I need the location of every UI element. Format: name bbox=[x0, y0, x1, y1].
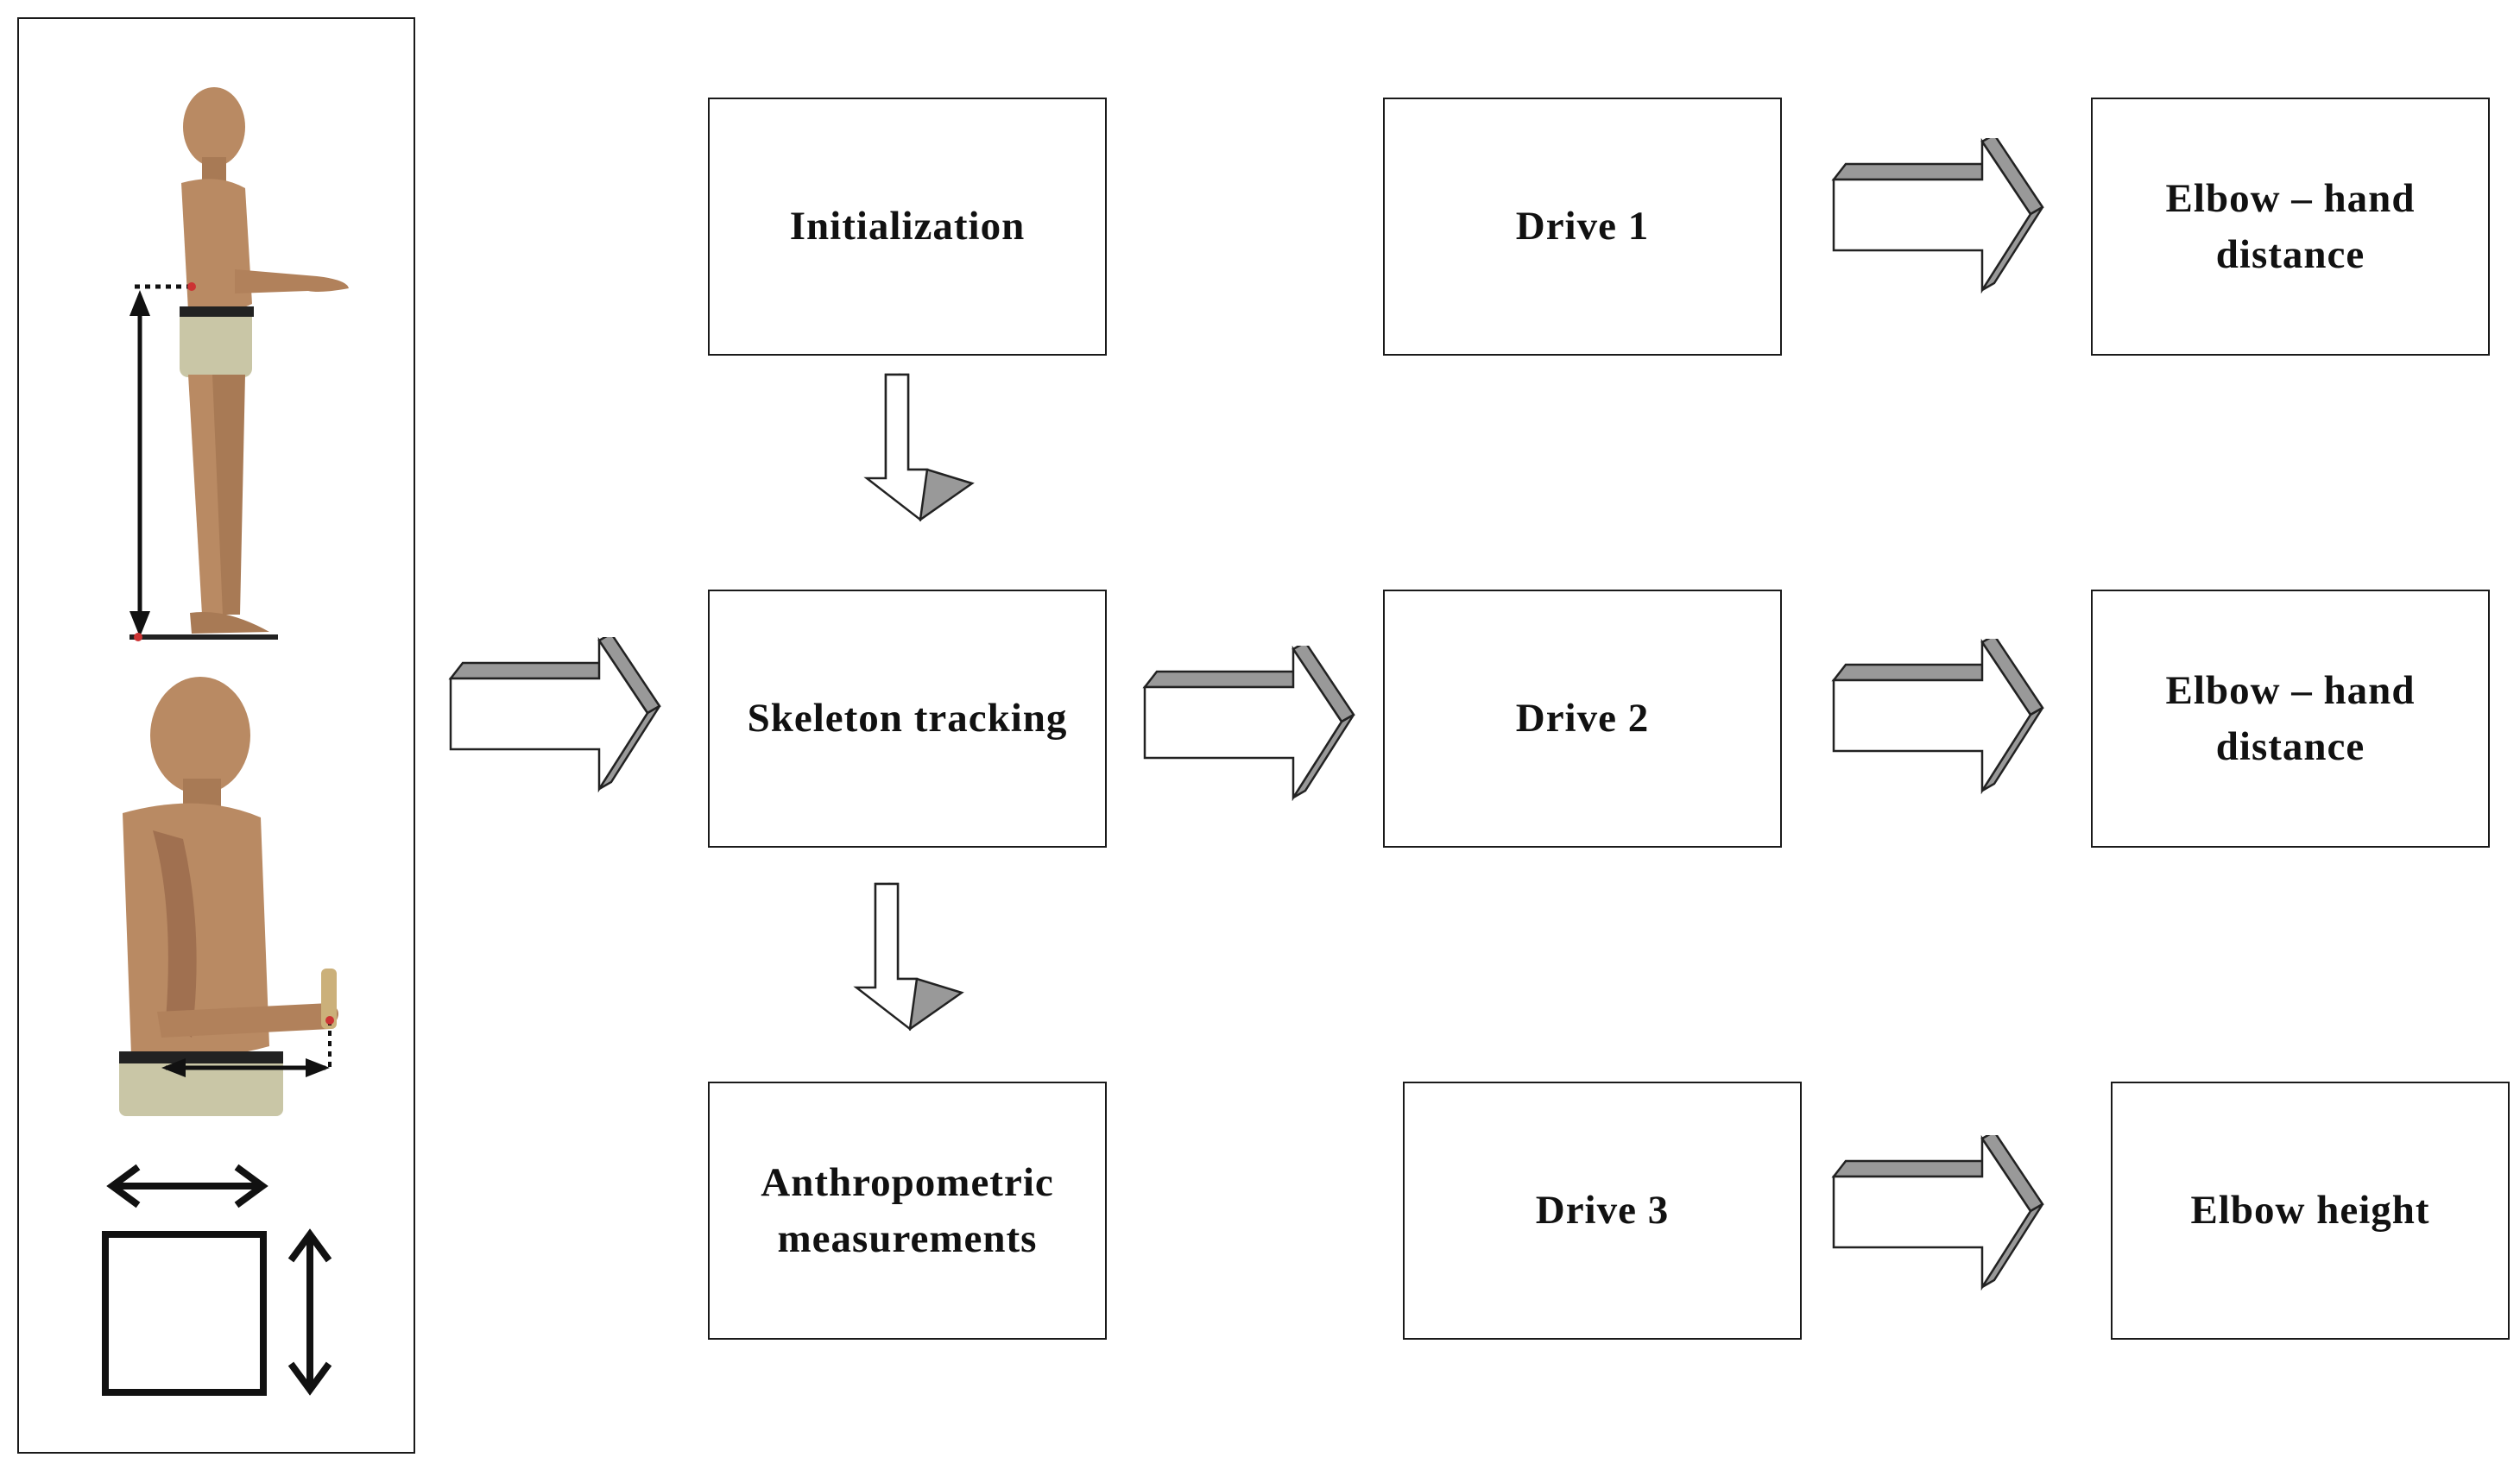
standing-figure-illustration bbox=[129, 87, 349, 641]
down-arrow-icon-tracking-to-anthropometric bbox=[853, 882, 964, 1032]
skeleton-tracking-label: Skeleton tracking bbox=[747, 696, 1068, 741]
right-arrow-icon-drive3-to-output3 bbox=[1831, 1135, 2044, 1290]
illustration-panel bbox=[17, 17, 415, 1454]
anthropometric-measurements-box: Anthropometric measurements bbox=[708, 1082, 1107, 1340]
right-arrow-icon-tracking-to-drive2 bbox=[1142, 646, 1355, 801]
drive-2-box: Drive 2 bbox=[1383, 590, 1782, 848]
output-3-box: Elbow height bbox=[2111, 1082, 2510, 1340]
output-3-label: Elbow height bbox=[2190, 1188, 2430, 1234]
elbow-hand-figure-illustration bbox=[119, 677, 338, 1116]
illustration-svg bbox=[102, 87, 349, 1396]
drive-3-box: Drive 3 bbox=[1403, 1082, 1802, 1340]
down-arrow-icon-init-to-tracking bbox=[863, 373, 975, 522]
initialization-box: Initialization bbox=[708, 98, 1107, 356]
output-1-box: Elbow – hand distance bbox=[2091, 98, 2490, 356]
skeleton-tracking-box: Skeleton tracking bbox=[708, 590, 1107, 848]
right-arrow-icon-panel-to-tracking bbox=[448, 637, 661, 792]
right-arrow-icon-drive2-to-output2 bbox=[1831, 639, 2044, 794]
drive-1-box: Drive 1 bbox=[1383, 98, 1782, 356]
drive-3-label: Drive 3 bbox=[1535, 1188, 1670, 1234]
initialization-label: Initialization bbox=[789, 204, 1026, 249]
anthropometric-measurements-label: Anthropometric measurements bbox=[761, 1159, 1054, 1261]
output-2-box: Elbow – hand distance bbox=[2091, 590, 2490, 848]
drive-2-label: Drive 2 bbox=[1515, 696, 1650, 741]
right-arrow-icon-drive1-to-output1 bbox=[1831, 138, 2044, 293]
dimension-icon bbox=[102, 1164, 332, 1396]
drive-1-label: Drive 1 bbox=[1515, 204, 1650, 249]
output-2-label: Elbow – hand distance bbox=[2165, 667, 2416, 769]
output-1-label: Elbow – hand distance bbox=[2165, 175, 2416, 277]
